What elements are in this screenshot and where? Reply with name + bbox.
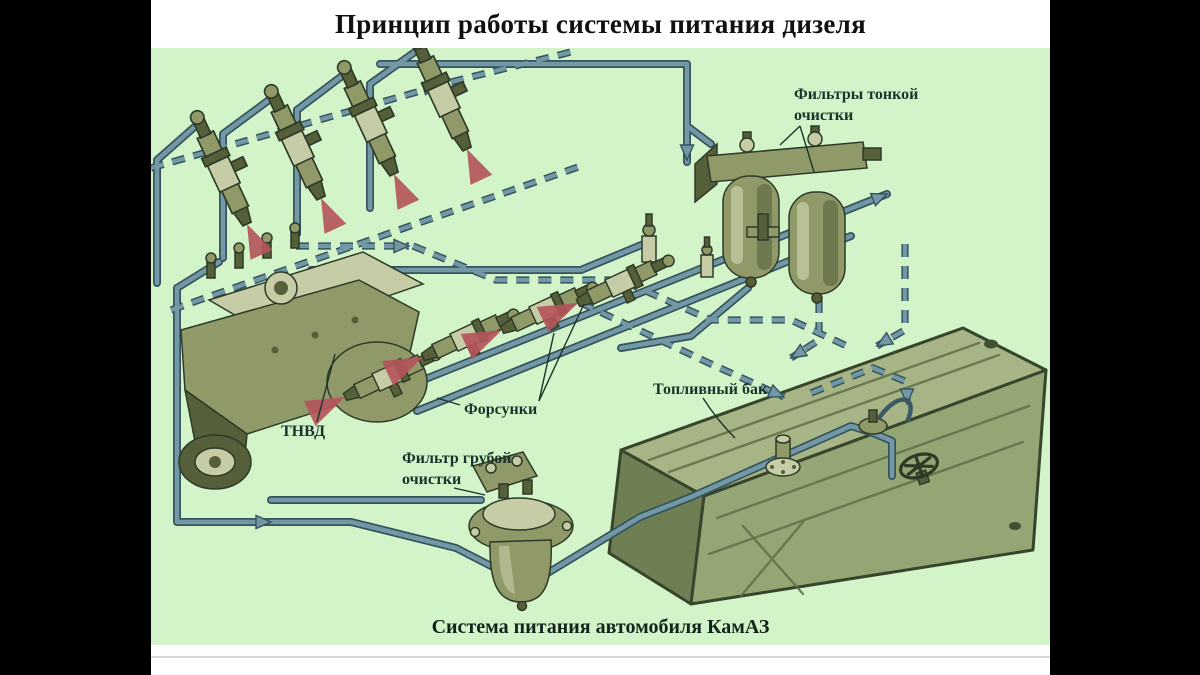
tank-mount-hole [984,339,998,349]
label-coarse-filter-line1: Фильтр грубой [402,450,512,467]
leader-coarse-filter [453,487,486,496]
label-coarse-filter-line2: очистки [402,471,462,489]
fuel-sender-unit [858,397,913,435]
filler-cap-handwheel [899,452,939,486]
tank-seam [707,440,1025,556]
tank-seam [715,404,1031,520]
label-fuel-tank: Топливный бак [653,381,768,398]
letterbox-left [0,0,151,675]
diagram-caption: Система питания автомобиля КамАЗ [431,616,770,638]
label-coarse-filter: Фильтр грубой очистки [402,448,512,490]
label-fine-filters-line2: очистки [794,107,854,125]
title-strip: Принцип работы системы питания дизеля [151,0,1050,48]
leader-lines [316,125,815,496]
leader-injectors [538,303,585,402]
flow-arrow [255,514,272,530]
fuel-system-diagram [151,48,1048,612]
page-title: Принцип работы системы питания дизеля [334,8,867,39]
leader-fuel-tank [702,397,736,439]
valve [700,236,714,278]
fine-filter-canister [788,191,846,304]
label-fine-filters-line1: Фильтры тонкой [794,86,919,103]
leader-injectors [538,332,555,402]
leader-fine-filters [799,125,815,173]
coarse-filter [468,451,574,612]
valve [641,213,657,263]
fuel-pickup-flange [765,434,801,477]
coarse-filter-fitting [522,479,533,495]
flow-arrow [679,144,695,161]
sender-hose [877,397,913,423]
tank-hardware [765,397,939,486]
slide: Принцип работы системы питания дизеля [151,0,1050,675]
diagram-canvas: Фильтры тонкой очистки Топливный бак Фор… [151,48,1050,645]
label-fine-filters: Фильтры тонкой очистки [794,84,918,126]
bottom-divider [151,656,1050,658]
fine-filters [694,125,882,304]
fuel-tank [607,326,1048,606]
letterbox-right [1050,0,1200,675]
tee-fitting [746,213,780,241]
label-pump: ТНВД [281,423,326,440]
bypass-valves [641,213,780,278]
coarse-filter-fitting [498,483,509,499]
leader-fine-filters [779,125,801,146]
injector-bank-top [181,48,491,231]
leader-injectors [436,397,461,406]
flow-arrow [393,238,410,254]
tank-cross-brace [739,520,805,598]
tank-rib [667,353,1001,474]
leader-pump [316,353,336,423]
tank-mount-hole [1009,522,1021,530]
filter-outlet-fitting [862,147,882,161]
drain-plug [516,600,528,612]
label-injectors: Форсунки [464,401,538,418]
tank-rib [647,341,981,462]
bottom-strip [151,645,1050,675]
